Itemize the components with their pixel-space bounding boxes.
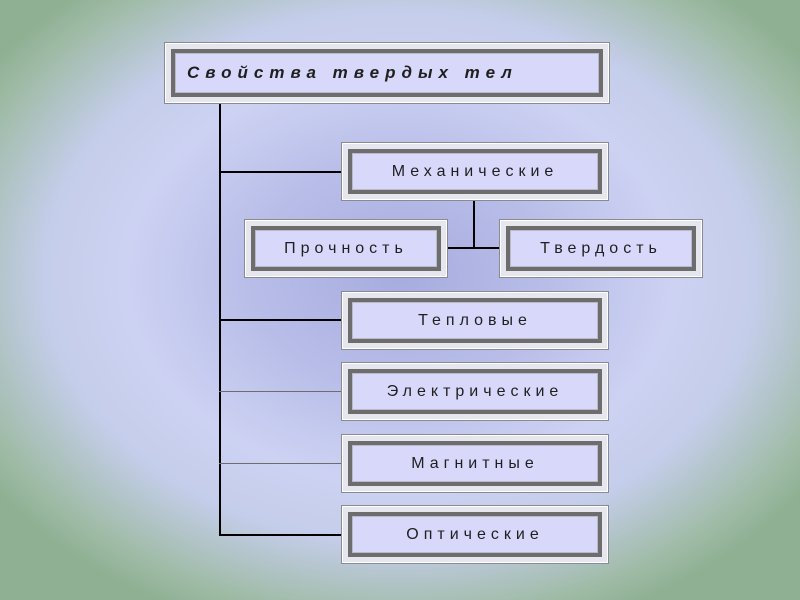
node-hardness-label: Твердость	[506, 226, 696, 271]
connector-strength-hardness	[447, 247, 500, 249]
connector-mechanical	[219, 171, 342, 173]
node-electrical-label: Электрические	[348, 369, 602, 414]
node-strength: Прочность	[245, 220, 447, 277]
node-magnetic-label: Магнитные	[348, 441, 602, 486]
node-electrical: Электрические	[342, 363, 608, 420]
node-mechanical: Механические	[342, 143, 608, 200]
connector-electrical	[219, 391, 342, 392]
node-strength-label: Прочность	[251, 226, 441, 271]
node-optical-label: Оптические	[348, 512, 602, 557]
node-magnetic: Магнитные	[342, 435, 608, 492]
node-thermal: Тепловые	[342, 292, 608, 349]
root-node: Свойства твердых тел	[165, 43, 609, 103]
connector-optical	[219, 534, 342, 536]
node-thermal-label: Тепловые	[348, 298, 602, 343]
node-hardness: Твердость	[500, 220, 702, 277]
connector-thermal	[219, 319, 342, 321]
connector-magnetic	[219, 463, 342, 464]
connector-mechanical-down	[473, 200, 475, 249]
root-node-label: Свойства твердых тел	[171, 49, 603, 97]
node-mechanical-label: Механические	[348, 149, 602, 194]
node-optical: Оптические	[342, 506, 608, 563]
